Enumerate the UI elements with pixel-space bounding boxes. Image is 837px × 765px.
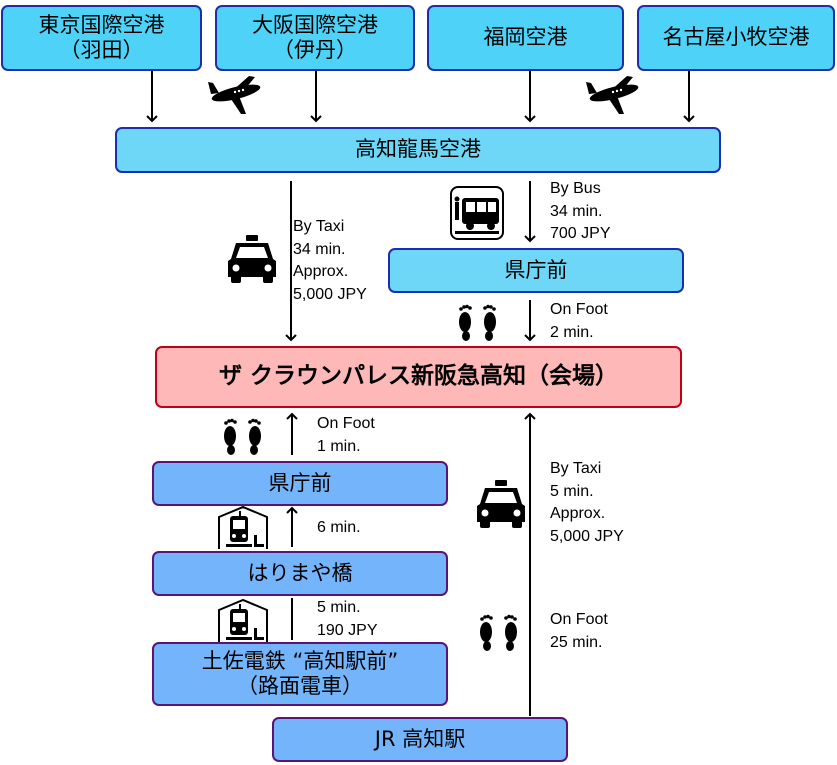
harimayabashi-box: はりまや橋 [152,551,448,596]
kochi-airport-box: 高知龍馬空港 [115,127,721,173]
bus-label: By Bus 34 min. 700 JPY [550,180,611,242]
harimayabashi-name: はりまや橋 [247,560,353,585]
airport-itami: 大阪国際空港 （伊丹） [215,5,415,71]
airport-itami-name: 大阪国際空港 [252,12,378,37]
footprints-icon [459,304,496,341]
kenchomae-tram-name: 県庁前 [268,470,332,495]
airplane-icon [208,76,261,114]
airport-fukuoka-name: 福岡空港 [483,25,568,50]
kenchomae-bus-box: 県庁前 [388,248,684,293]
kenchomae-bus-name: 県庁前 [504,257,568,282]
kenchomae-tram-box: 県庁前 [152,461,448,506]
jr-kochi-name: JR 高知駅 [374,726,466,751]
foot-bus-stop-label: On Foot 2 min. [550,301,608,341]
tram-hari-label: 6 min. [317,519,361,536]
airport-haneda-name: 東京国際空港 [38,12,165,37]
tosa-den-type: （路面電車） [237,674,363,698]
tram-station-label: 5 min. 190 JPY [317,599,378,639]
footprints-icon [224,418,261,455]
taxi-station-label: By Taxi 5 min. Approx. 5,000 JPY [550,460,624,545]
foot-station-label: On Foot 25 min. [550,611,608,651]
venue-name: ザ クラウンパレス新阪急高知（会場） [218,363,618,390]
airport-nagoya-name: 名古屋小牧空港 [662,25,810,50]
taxi-icon [228,235,276,283]
taxi-airport-label: By Taxi 34 min. Approx. 5,000 JPY [293,218,367,303]
foot-tram-stop-label: On Foot 1 min. [317,415,375,455]
tram-icon [218,505,268,549]
footprints-icon [480,614,517,651]
airport-haneda: 東京国際空港 （羽田） [1,5,202,71]
kochi-airport-name: 高知龍馬空港 [355,137,481,162]
airport-itami-code: （伊丹） [273,38,357,62]
airplane-icon [586,76,639,114]
tosa-den-box: 土佐電鉄 “高知駅前” （路面電車） [152,642,448,706]
jr-kochi-box: JR 高知駅 [272,717,568,762]
airport-haneda-code: （羽田） [59,38,144,62]
taxi-icon [477,480,525,528]
bus-icon [450,186,504,240]
airport-nagoya: 名古屋小牧空港 [637,5,835,71]
airport-fukuoka: 福岡空港 [427,5,624,71]
venue-box: ザ クラウンパレス新阪急高知（会場） [155,346,682,408]
tosa-den-name: 土佐電鉄 “高知駅前” [201,648,399,673]
tram-icon [218,598,268,642]
